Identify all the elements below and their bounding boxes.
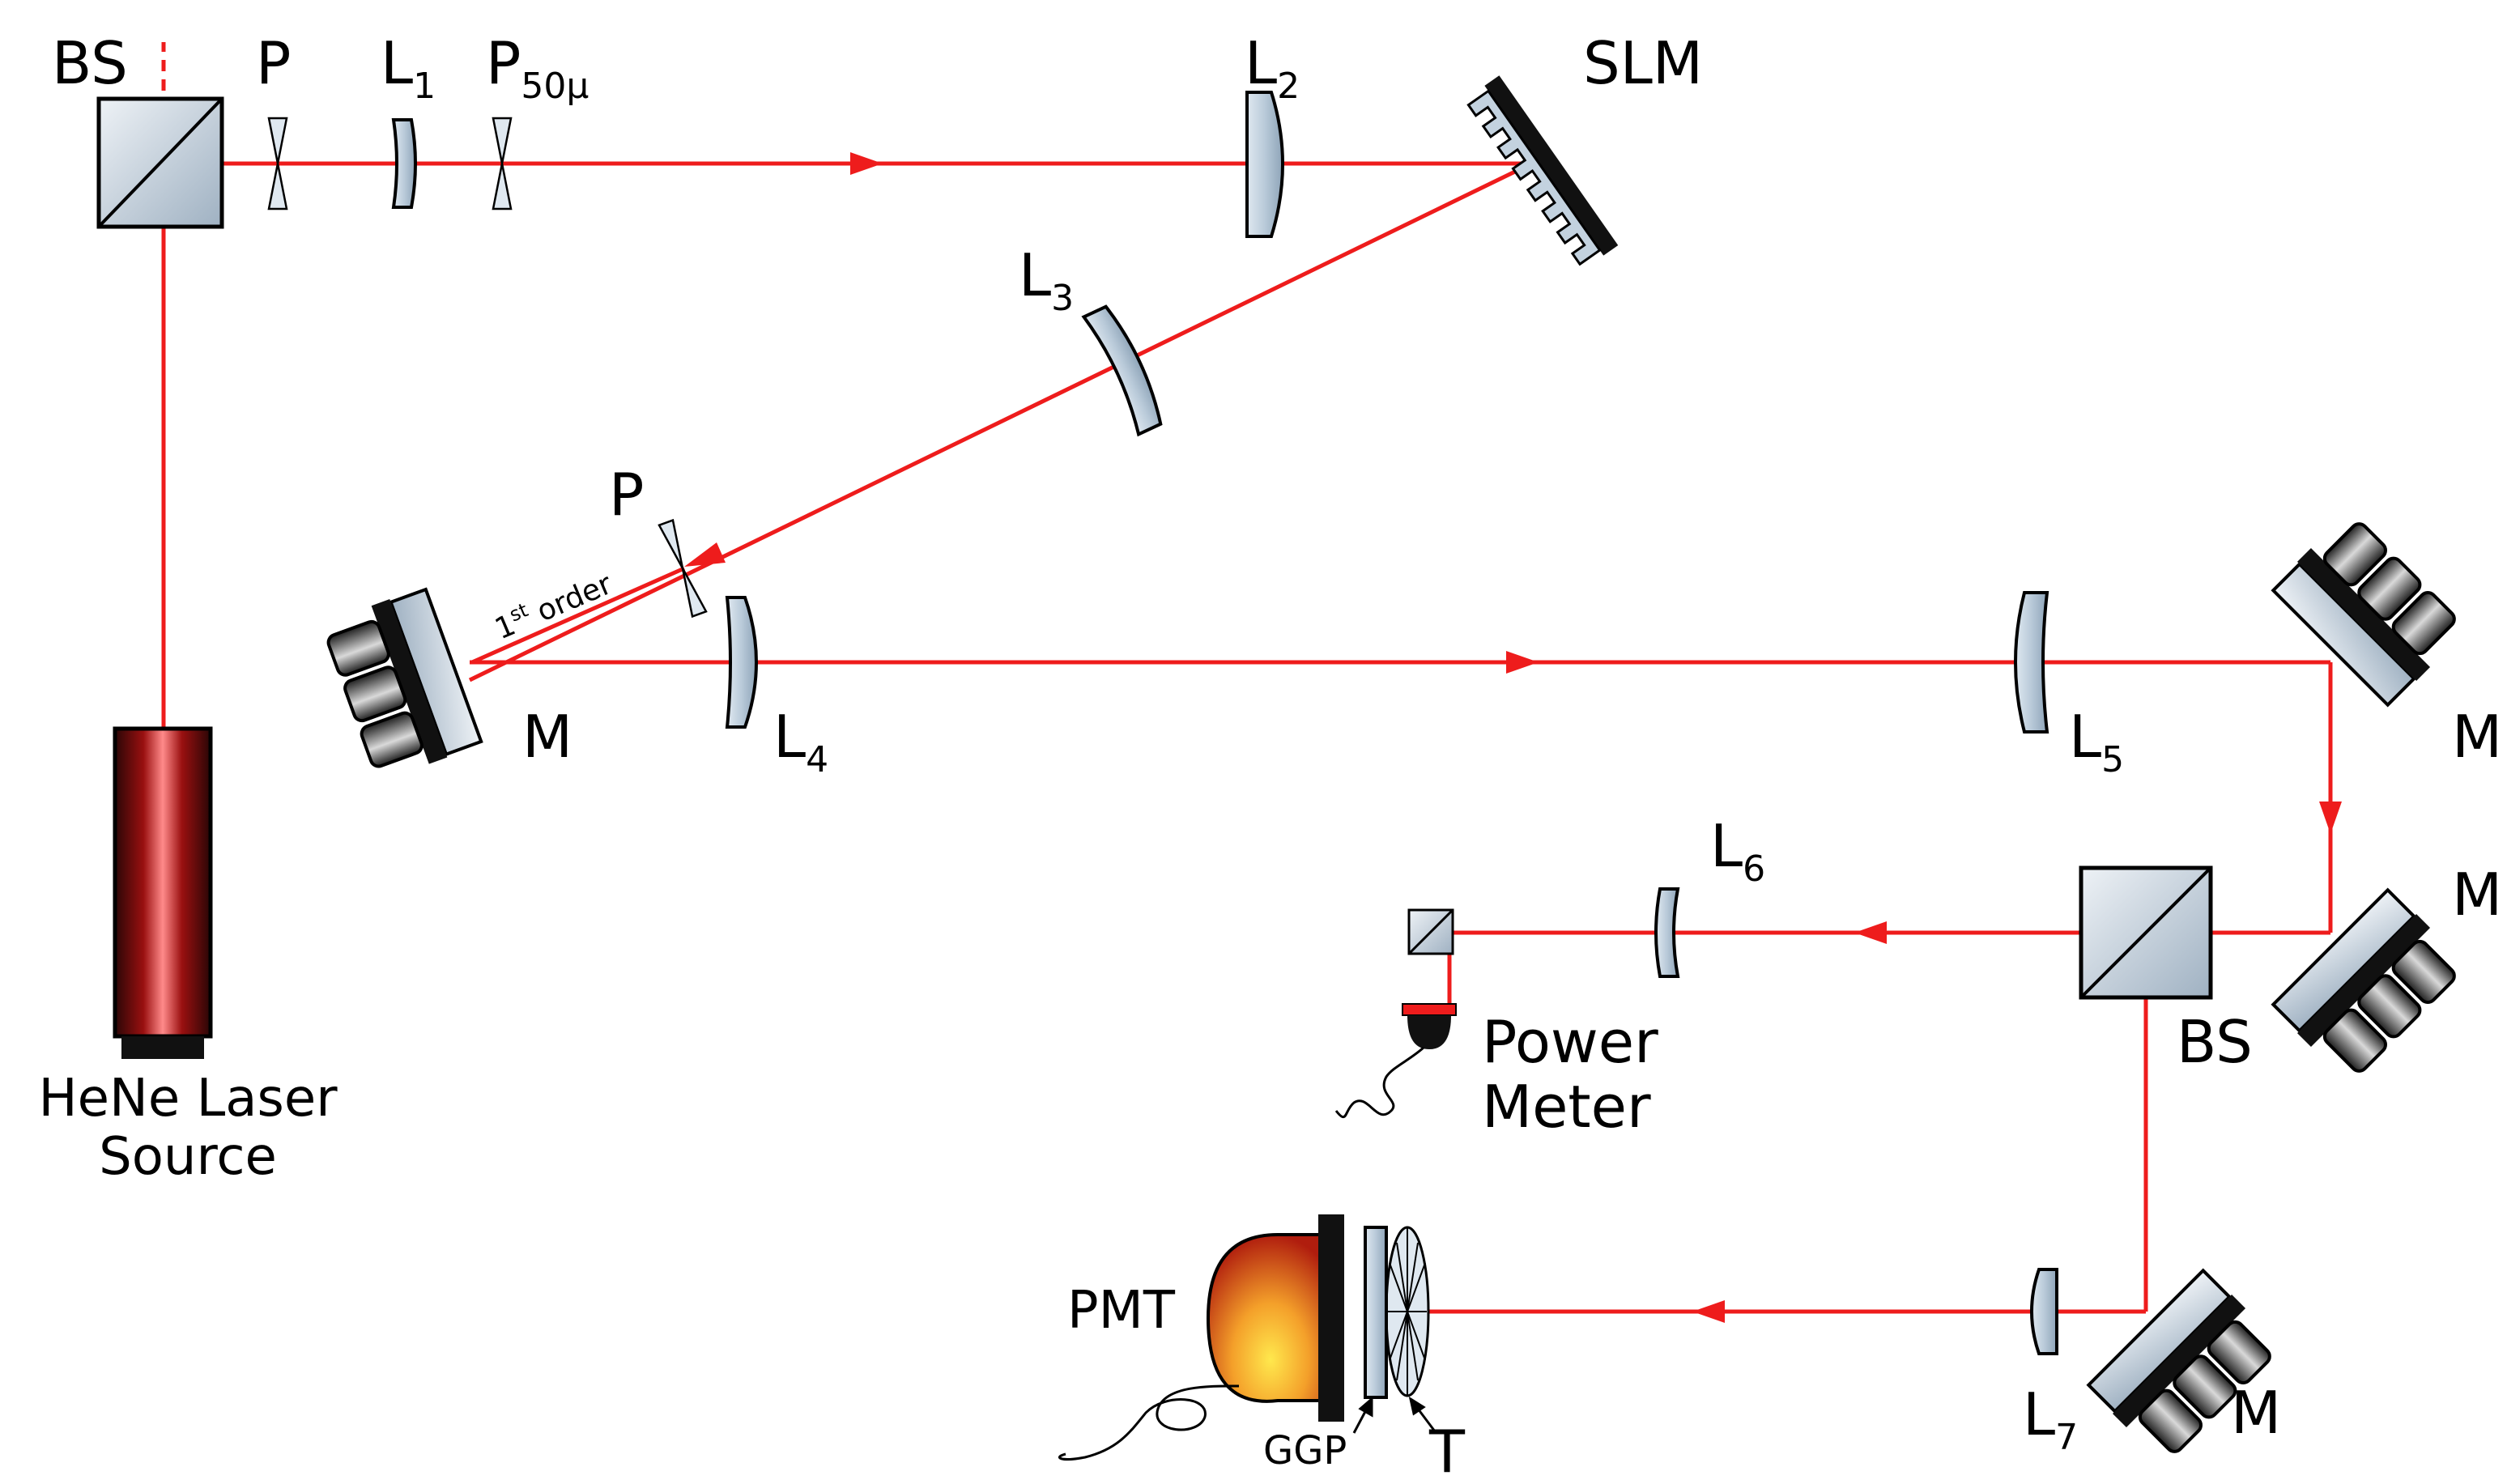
label-ggp: GGP: [1263, 1428, 1347, 1473]
label-l1: L1: [381, 29, 436, 107]
label-slm: SLM: [1583, 29, 1703, 97]
mirror-left: [319, 585, 484, 785]
label-pmt: PMT: [1067, 1281, 1176, 1341]
label-hene-2: Source: [99, 1127, 277, 1187]
label-p-mid: P: [609, 461, 644, 529]
arrow-right-mid: [1506, 651, 1539, 674]
arrow-down: [2319, 802, 2342, 834]
lens-l6: [1654, 887, 1680, 978]
label-hene-1: HeNe Laser: [39, 1069, 338, 1129]
label-l3: L3: [1019, 241, 1074, 319]
label-l7: L7: [2023, 1380, 2078, 1458]
spatial-light-modulator: [1466, 75, 1619, 266]
lens-l4: [725, 596, 758, 729]
laser-beams: [161, 161, 2333, 1314]
label-m-right-top: M: [2452, 703, 2502, 771]
lens-l1: [391, 118, 417, 209]
label-t: T: [1428, 1418, 1466, 1484]
photomultiplier-tube: [1058, 1214, 1344, 1461]
label-m-bottom: M: [2231, 1379, 2281, 1447]
power-meter-sensor: [1334, 1003, 1457, 1118]
label-m-left: M: [522, 703, 572, 771]
mirror-right-mid: [2271, 887, 2467, 1084]
arrow-left-bottom: [1692, 1300, 1725, 1323]
power-meter-cube-diagonal: [1407, 908, 1454, 955]
beam-splitter-right-diagonal: [2079, 866, 2212, 999]
pointer-arrows: [1352, 1396, 1437, 1434]
arrow-diag: [684, 542, 726, 567]
label-l6: L6: [1710, 812, 1765, 890]
arrow-left-mid: [1854, 921, 1887, 944]
label-power-meter-2: Meter: [1482, 1073, 1651, 1141]
target-wheel: [1385, 1226, 1430, 1397]
ggp-plate: [1364, 1226, 1388, 1399]
beam-direction-arrows: [684, 152, 2342, 1323]
lens-l7: [2030, 1268, 2058, 1355]
label-m-right-mid: M: [2452, 861, 2502, 929]
label-first-order: 1st order: [489, 564, 617, 646]
lens-l5: [2014, 591, 2049, 733]
lens-l3: [1081, 304, 1163, 437]
pinhole-mid: [658, 518, 708, 619]
label-p50: P50μ: [486, 29, 589, 107]
label-power-meter-1: Power: [1482, 1008, 1658, 1076]
labels: BS P L1 P50μ L2 SLM L3 P 1st order M L4 …: [39, 29, 2503, 1484]
label-l5: L5: [2069, 703, 2124, 780]
label-p-top: P: [256, 29, 291, 97]
label-bs-right: BS: [2177, 1008, 2253, 1076]
label-l2: L2: [1245, 29, 1300, 107]
lens-l2: [1245, 91, 1284, 238]
arrow-right-top: [850, 152, 883, 175]
hene-laser: [113, 726, 213, 1059]
label-l4: L4: [773, 703, 828, 780]
mirror-right-top: [2271, 510, 2467, 707]
beam-splitter-top-diagonal: [97, 97, 223, 228]
label-bs-top: BS: [52, 29, 128, 97]
